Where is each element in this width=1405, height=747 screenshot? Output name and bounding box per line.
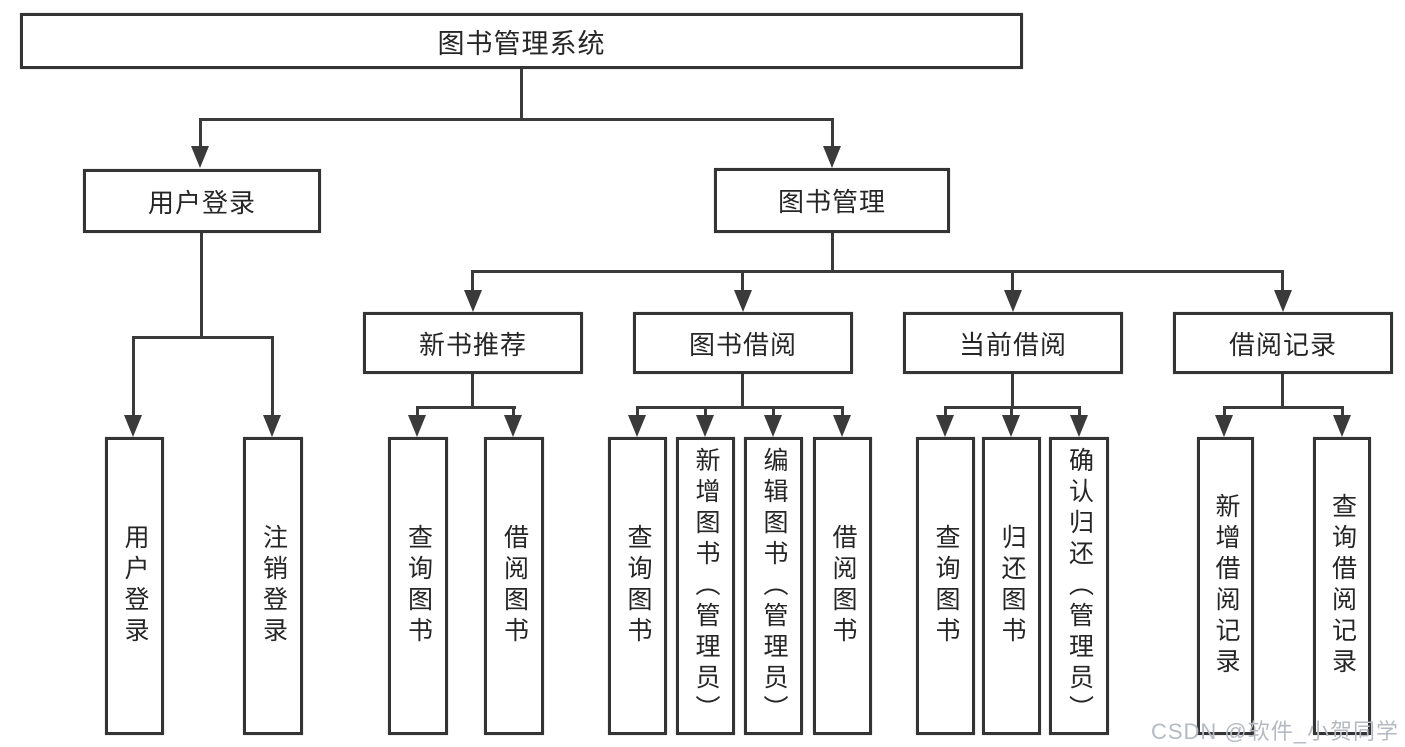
arrow-down-icon bbox=[464, 290, 482, 312]
connector-drop-user-login bbox=[199, 118, 202, 148]
arrow-down-icon bbox=[408, 415, 426, 437]
connector-newbook-bar bbox=[417, 406, 516, 409]
connector-drop bbox=[1223, 406, 1226, 417]
watermark: CSDN @软件_小贺同学 bbox=[1150, 719, 1399, 744]
leaf-label: 查询图书 bbox=[932, 524, 960, 648]
node-book-management: 图书管理 bbox=[714, 168, 950, 233]
connector-drop bbox=[772, 406, 775, 417]
connector-userlogin-bar bbox=[133, 336, 273, 339]
arrow-down-icon bbox=[124, 415, 142, 437]
node-book-borrow: 图书借阅 bbox=[633, 312, 853, 374]
leaf-query-books-recommend: 查询图书 bbox=[388, 437, 448, 735]
node-book-management-label: 图书管理 bbox=[777, 187, 886, 217]
connector-currentborrow-riser bbox=[1011, 374, 1014, 409]
arrow-down-icon bbox=[764, 415, 782, 437]
connector-drop-current-borrow bbox=[1011, 270, 1014, 292]
connector-drop-borrow-record bbox=[1281, 270, 1284, 292]
leaf-label: 确认归还（管理员） bbox=[1065, 446, 1094, 726]
leaf-label: 编辑图书（管理员） bbox=[760, 446, 788, 726]
arrow-down-icon bbox=[936, 415, 954, 437]
leaf-label: 新增借阅记录 bbox=[1212, 493, 1240, 679]
node-root-label: 图书管理系统 bbox=[437, 28, 606, 59]
arrow-down-icon bbox=[1215, 415, 1233, 437]
connector-drop bbox=[944, 406, 947, 417]
leaf-label: 查询借阅记录 bbox=[1328, 493, 1357, 679]
arrow-down-icon bbox=[263, 415, 281, 437]
connector-borrowrecord-riser bbox=[1281, 374, 1284, 409]
leaf-borrow-books: 借阅图书 bbox=[813, 437, 872, 735]
node-user-login: 用户登录 bbox=[83, 169, 321, 233]
leaf-confirm-return-admin: 确认归还（管理员） bbox=[1049, 437, 1109, 735]
connector-currentborrow-bar bbox=[945, 406, 1081, 409]
node-root: 图书管理系统 bbox=[20, 13, 1023, 69]
connector-drop bbox=[132, 336, 135, 417]
arrow-down-icon bbox=[1002, 415, 1020, 437]
connector-level2-bar bbox=[200, 118, 834, 121]
leaf-add-borrow-record: 新增借阅记录 bbox=[1197, 437, 1254, 735]
connector-newbook-riser bbox=[471, 374, 474, 409]
connector-bookborrow-bar bbox=[637, 406, 844, 409]
connector-drop bbox=[841, 406, 844, 417]
leaf-add-books-admin: 新增图书（管理员） bbox=[676, 437, 735, 735]
connector-drop-new-book bbox=[471, 270, 474, 292]
connector-drop-book-mgmt bbox=[831, 118, 834, 148]
connector-drop bbox=[271, 336, 274, 417]
arrow-down-icon bbox=[833, 415, 851, 437]
connector-drop bbox=[704, 406, 707, 417]
connector-drop bbox=[1341, 406, 1344, 417]
arrow-down-icon bbox=[191, 146, 209, 168]
connector-level3-bar bbox=[473, 270, 1284, 273]
connector-drop bbox=[512, 406, 515, 417]
arrow-down-icon bbox=[823, 146, 841, 168]
leaf-logout: 注销登录 bbox=[243, 437, 303, 735]
leaf-label: 新增图书（管理员） bbox=[692, 446, 720, 726]
leaf-query-books-current: 查询图书 bbox=[916, 437, 975, 735]
node-user-login-label: 用户登录 bbox=[147, 187, 256, 218]
leaf-user-login: 用户登录 bbox=[105, 437, 164, 735]
leaf-label: 查询图书 bbox=[404, 524, 433, 648]
leaf-return-books: 归还图书 bbox=[982, 437, 1041, 735]
connector-drop bbox=[636, 406, 639, 417]
leaf-label: 归还图书 bbox=[998, 524, 1026, 648]
connector-drop-book-borrow bbox=[741, 270, 744, 292]
connector-bookmgmt-riser bbox=[831, 233, 834, 273]
node-borrow-record: 借阅记录 bbox=[1173, 312, 1393, 374]
arrow-down-icon bbox=[1004, 290, 1022, 312]
leaf-borrow-books-recommend: 借阅图书 bbox=[484, 437, 544, 735]
leaf-logout-label: 注销登录 bbox=[259, 524, 288, 648]
arrow-down-icon bbox=[628, 415, 646, 437]
leaf-query-books-borrow: 查询图书 bbox=[608, 437, 667, 735]
connector-borrowrecord-bar bbox=[1224, 406, 1343, 409]
leaf-query-borrow-record: 查询借阅记录 bbox=[1313, 437, 1371, 735]
arrow-down-icon bbox=[1274, 290, 1292, 312]
arrow-down-icon bbox=[504, 415, 522, 437]
connector-drop bbox=[1010, 406, 1013, 417]
arrow-down-icon bbox=[696, 415, 714, 437]
node-book-borrow-label: 图书借阅 bbox=[688, 329, 797, 360]
connector-drop bbox=[1078, 406, 1081, 417]
node-current-borrow: 当前借阅 bbox=[903, 312, 1123, 374]
leaf-edit-books-admin: 编辑图书（管理员） bbox=[744, 437, 803, 735]
node-current-borrow-label: 当前借阅 bbox=[958, 329, 1067, 360]
node-borrow-record-label: 借阅记录 bbox=[1228, 329, 1337, 360]
leaf-label: 借阅图书 bbox=[500, 524, 529, 648]
connector-userlogin-riser bbox=[200, 233, 203, 338]
leaf-label: 查询图书 bbox=[624, 524, 652, 648]
node-new-book-recommend: 新书推荐 bbox=[363, 312, 583, 374]
connector-bookborrow-riser bbox=[741, 374, 744, 409]
connector-root-riser bbox=[520, 69, 523, 121]
arrow-down-icon bbox=[1070, 415, 1088, 437]
arrow-down-icon bbox=[734, 290, 752, 312]
leaf-user-login-label: 用户登录 bbox=[121, 524, 149, 648]
arrow-down-icon bbox=[1333, 415, 1351, 437]
node-new-book-recommend-label: 新书推荐 bbox=[418, 329, 527, 360]
connector-drop bbox=[416, 406, 419, 417]
leaf-label: 借阅图书 bbox=[829, 524, 857, 648]
